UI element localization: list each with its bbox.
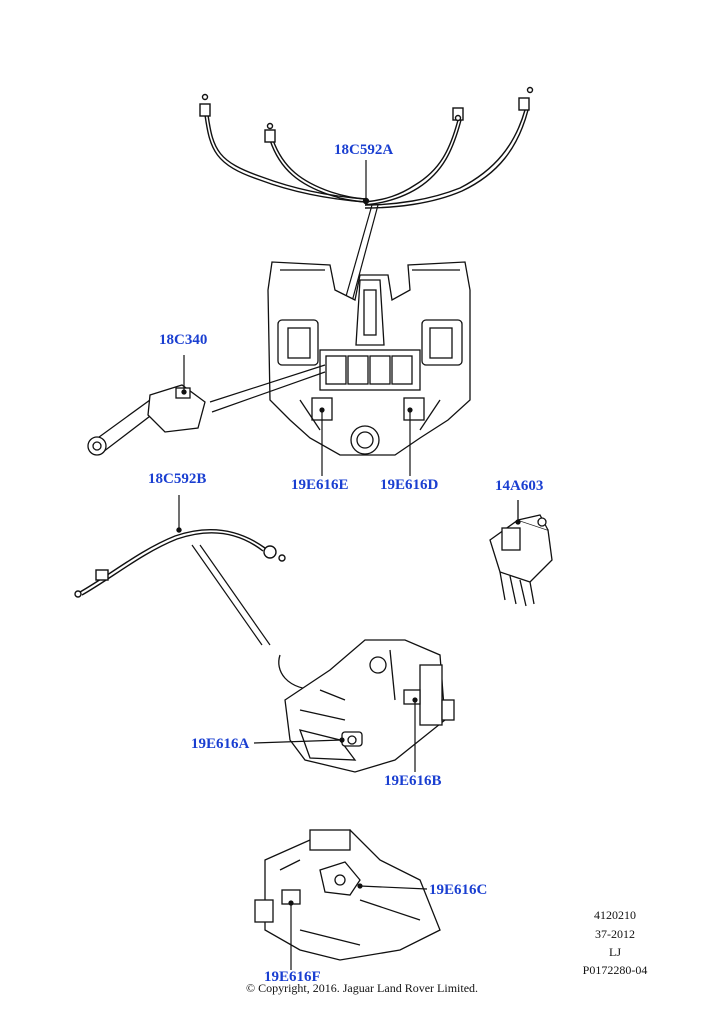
cable-assembly-18c592a [199, 86, 534, 209]
leader-lines-18c340 [183, 355, 326, 413]
callout-19e616f[interactable]: 19E616F [264, 969, 321, 985]
sensor-18c340 [87, 384, 206, 456]
cable-assembly-18c592b [74, 527, 286, 598]
callout-19e616e[interactable]: 19E616E [291, 477, 349, 493]
diagram-code: 4120210 [594, 908, 636, 922]
leader-lines-middle [253, 697, 418, 772]
callout-19e616a[interactable]: 19E616A [191, 736, 250, 752]
module-14a603 [489, 500, 553, 607]
callout-19e616b[interactable]: 19E616B [384, 773, 442, 789]
leader-lines-19e616e-d [319, 407, 413, 476]
heater-unit-middle [278, 639, 455, 773]
callout-14a603[interactable]: 14A603 [495, 478, 544, 494]
leader-lines-lower [288, 883, 428, 970]
leader-lines-18c592b [178, 495, 271, 646]
copyright-notice: © Copyright, 2016. Jaguar Land Rover Lim… [245, 981, 479, 995]
callout-19e616c[interactable]: 19E616C [429, 882, 488, 898]
heater-unit-lower [254, 829, 441, 961]
callout-18c592b[interactable]: 18C592B [148, 471, 207, 487]
callout-18c340[interactable]: 18C340 [159, 332, 208, 348]
callout-19e616d[interactable]: 19E616D [380, 477, 439, 493]
diagram-initials: LJ [609, 945, 621, 959]
diagram-date: 37-2012 [595, 927, 635, 941]
heater-unit-upper [267, 261, 471, 456]
callout-18c592a[interactable]: 18C592A [334, 142, 394, 158]
diagram-reference: P0172280-04 [582, 963, 648, 977]
